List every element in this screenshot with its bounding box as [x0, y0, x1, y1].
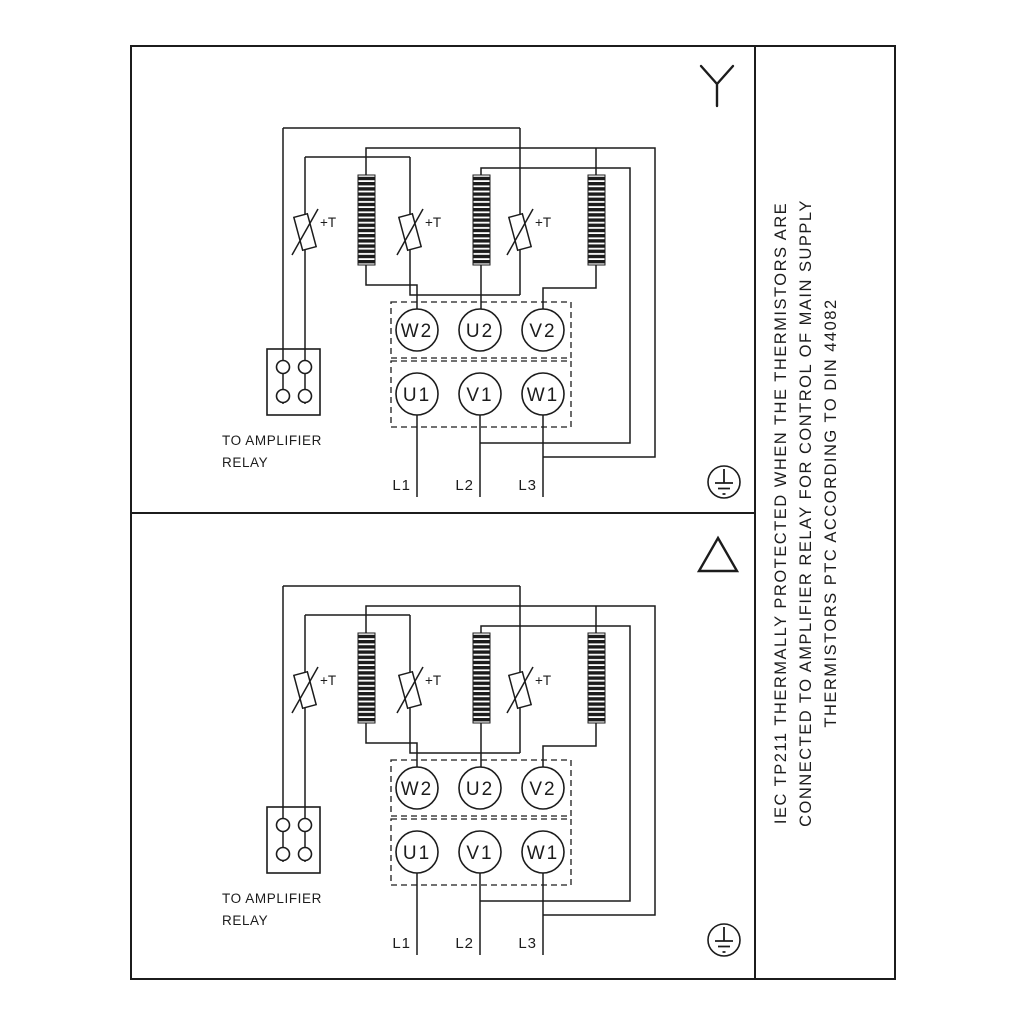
- drawing-frame: [130, 45, 896, 980]
- amplifier-relay-connector: [266, 348, 321, 416]
- terminal-u2: [458, 308, 502, 352]
- motor-winding-coil: [587, 632, 606, 724]
- wires: [282, 585, 656, 955]
- motor-winding-coil: [472, 632, 491, 724]
- amplifier-relay-connector: [266, 806, 321, 874]
- relay-pin: [297, 388, 313, 404]
- side-note-line: IEC TP211 THERMALLY PROTECTED WHEN THE T…: [772, 201, 790, 825]
- delta-connection-diagram: +T +T +T W2 U2 V2 U1 V1: [222, 535, 741, 957]
- terminal-label-w1: W1: [527, 385, 560, 406]
- terminal-block-outline-top: [390, 301, 572, 359]
- side-note-line: CONNECTED TO AMPLIFIER RELAY FOR CONTROL…: [797, 199, 815, 827]
- terminal-label-u1: U1: [403, 385, 431, 406]
- terminal-w1: [521, 830, 565, 874]
- thermistor-symbol: +T: [396, 666, 441, 714]
- wires: [282, 127, 656, 497]
- terminal-block-outline-top: [390, 759, 572, 817]
- terminal-block-outline-bottom: [390, 818, 572, 886]
- star-symbol-icon: [699, 64, 735, 108]
- terminal-u1: [395, 372, 439, 416]
- supply-line-label-l3: L3: [518, 935, 537, 952]
- thermistor-label: +T: [320, 673, 336, 688]
- terminal-label-w2: W2: [401, 779, 434, 800]
- terminal-label-v2: V2: [529, 321, 556, 342]
- relay-pin: [275, 388, 291, 404]
- thermistor-symbol: +T: [396, 208, 441, 256]
- side-note-line: THERMISTORS PTC ACCORDING TO DIN 44082: [822, 298, 840, 728]
- terminal-label-v1: V1: [466, 385, 493, 406]
- motor-winding-coil: [472, 174, 491, 266]
- side-note: IEC TP211 THERMALLY PROTECTED WHEN THE T…: [769, 88, 845, 938]
- motor-winding-coil: [357, 174, 376, 266]
- terminal-label-u2: U2: [466, 321, 494, 342]
- terminal-v1: [458, 372, 502, 416]
- terminal-label-u2: U2: [466, 779, 494, 800]
- earth-ground-icon: [707, 465, 741, 499]
- relay-pin: [297, 359, 313, 375]
- thermistor-symbol: +T: [506, 666, 551, 714]
- relay-caption-line2: RELAY: [222, 455, 268, 470]
- motor-winding-coil: [587, 174, 606, 266]
- terminal-label-v2: V2: [529, 779, 556, 800]
- relay-pin: [275, 846, 291, 862]
- supply-line-label-l1: L1: [392, 477, 411, 494]
- terminal-u1: [395, 830, 439, 874]
- terminal-u2: [458, 766, 502, 810]
- terminal-label-w2: W2: [401, 321, 434, 342]
- thermistor-label: +T: [320, 215, 336, 230]
- thermistor-label: +T: [425, 673, 441, 688]
- relay-pin: [297, 817, 313, 833]
- thermistor-label: +T: [425, 215, 441, 230]
- relay-caption-line1: TO AMPLIFIER: [222, 891, 322, 906]
- star-connection-diagram: +T +T +T W2 U2 V2 U1 V1: [222, 64, 741, 499]
- supply-line-label-l1: L1: [392, 935, 411, 952]
- motor-winding-coil: [357, 632, 376, 724]
- terminal-label-w1: W1: [527, 843, 560, 864]
- terminal-w2: [395, 308, 439, 352]
- delta-symbol-icon: [696, 535, 740, 573]
- thermistor-label: +T: [535, 215, 551, 230]
- terminal-v1: [458, 830, 502, 874]
- relay-caption-line2: RELAY: [222, 913, 268, 928]
- relay-pin: [275, 817, 291, 833]
- terminal-w2: [395, 766, 439, 810]
- terminal-v2: [521, 766, 565, 810]
- thermistor-label: +T: [535, 673, 551, 688]
- thermistor-symbol: +T: [291, 208, 336, 256]
- terminal-v2: [521, 308, 565, 352]
- relay-pin: [297, 846, 313, 862]
- relay-caption-line1: TO AMPLIFIER: [222, 433, 322, 448]
- terminal-label-u1: U1: [403, 843, 431, 864]
- terminal-label-v1: V1: [466, 843, 493, 864]
- relay-pin: [275, 359, 291, 375]
- earth-ground-icon: [707, 923, 741, 957]
- supply-line-label-l2: L2: [455, 477, 474, 494]
- thermistor-symbol: +T: [291, 666, 336, 714]
- thermistor-symbol: +T: [506, 208, 551, 256]
- supply-line-label-l2: L2: [455, 935, 474, 952]
- terminal-w1: [521, 372, 565, 416]
- supply-line-label-l3: L3: [518, 477, 537, 494]
- terminal-block-outline-bottom: [390, 360, 572, 428]
